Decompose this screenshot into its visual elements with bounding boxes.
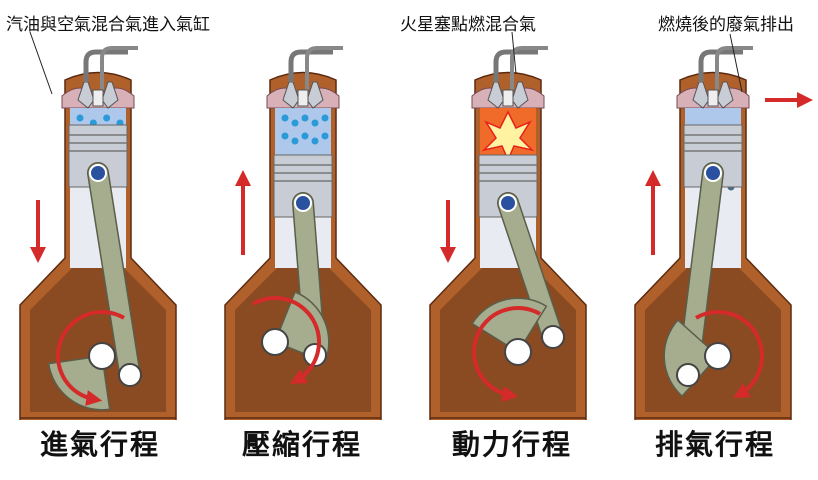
intake-pipe	[493, 49, 538, 82]
leader-line-spark	[511, 31, 517, 75]
connecting-rod	[88, 163, 140, 385]
intake-valve	[77, 81, 95, 109]
caption-compression-stroke: 壓縮行程	[242, 428, 363, 461]
engine-1	[10, 46, 190, 477]
engine-4	[625, 46, 805, 477]
combustion-chamber	[70, 108, 126, 125]
annotation-exhaust: 燃燒後的廢氣排出	[658, 15, 794, 35]
fuel-droplet	[291, 137, 299, 145]
spark-plug-lead	[715, 46, 753, 90]
fuel-droplet	[281, 114, 289, 122]
intake-valve	[282, 81, 300, 109]
leader-line-exhaust	[729, 33, 743, 93]
intake-valve	[692, 81, 710, 109]
fuel-droplet	[321, 114, 329, 122]
crankshaft	[704, 342, 732, 370]
wrist-pin	[294, 194, 312, 212]
crankshaft	[88, 342, 116, 370]
spark-plug	[707, 89, 719, 107]
fuel-droplet	[76, 114, 84, 122]
spark-plug-lead	[100, 46, 138, 90]
crankshaft	[504, 338, 532, 366]
combustion-chamber	[685, 108, 741, 125]
caption-exhaust-stroke: 排氣行程	[655, 428, 776, 461]
exhaust-valve	[101, 81, 119, 109]
rotation-arrow	[56, 310, 125, 406]
exhaust-valve	[716, 81, 734, 109]
wrist-pin	[704, 164, 722, 182]
annotation-intake: 汽油與空氣混合氣進入氣缸	[6, 15, 210, 35]
fuel-droplet	[301, 114, 309, 122]
counterweight	[471, 297, 548, 354]
crankshaft	[261, 328, 289, 356]
fuel-droplet	[301, 132, 309, 140]
exhaust-valve	[306, 81, 324, 109]
exhaust-valve	[511, 81, 529, 109]
spark-plug	[297, 89, 309, 107]
spark-plug-lead	[510, 46, 548, 90]
rotation-arrow	[251, 295, 322, 385]
fuel-droplet	[103, 114, 111, 122]
fuel-droplet	[291, 119, 299, 127]
wrist-pin	[89, 164, 107, 182]
fuel-droplet	[281, 132, 289, 140]
caption-intake-stroke: 進氣行程	[40, 428, 161, 461]
rotation-arrow	[694, 309, 765, 399]
leader-line-intake	[29, 31, 53, 95]
intake-pipe	[83, 49, 128, 82]
fuel-droplet	[311, 137, 319, 145]
crank-pin	[676, 363, 700, 387]
rotation-arrow	[472, 306, 541, 402]
fuel-droplet	[311, 119, 319, 127]
spark-plug	[92, 89, 104, 107]
intake-pipe	[698, 49, 743, 82]
fuel-droplet	[321, 132, 329, 140]
wrist-pin	[499, 194, 517, 212]
intake-pipe	[288, 49, 333, 82]
intake-valve	[487, 81, 505, 109]
crank-pin	[118, 363, 142, 387]
spark-plug	[502, 89, 514, 107]
engine-2	[215, 46, 395, 477]
annotation-spark: 火星塞點燃混合氣	[400, 15, 536, 35]
crank-pin	[541, 325, 565, 349]
connecting-rod	[498, 193, 563, 347]
engine-3	[420, 46, 600, 477]
spark-plug-lead	[305, 46, 343, 90]
caption-power-stroke: 動力行程	[452, 428, 573, 461]
